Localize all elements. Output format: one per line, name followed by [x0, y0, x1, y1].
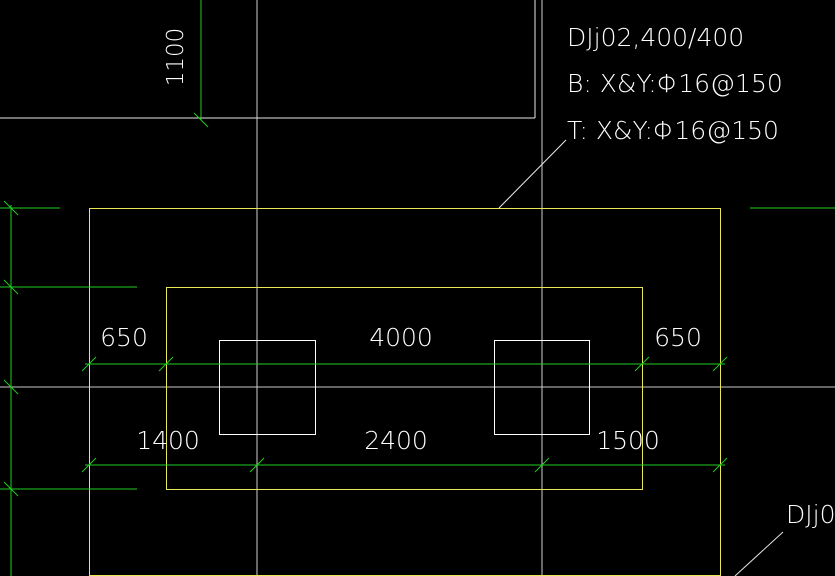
neighbor-footing-label: DJj0: [786, 500, 835, 529]
left-tick-top: [3, 200, 19, 216]
left-vertical-dimension: [0, 200, 137, 576]
dim-label-top-left: 650: [100, 323, 148, 352]
top-tick-3: [634, 356, 650, 372]
column-left[interactable]: [219, 340, 316, 435]
dim-label-top-middle: 4000: [369, 323, 433, 352]
left-tick-upper: [3, 279, 19, 295]
left-tick-lower: [3, 481, 19, 497]
annotation-leader-line: [498, 139, 567, 209]
annotation-line-2: B: X&Y:Φ16@150: [567, 69, 783, 98]
annotation-line-3: T: X&Y:Φ16@150: [567, 116, 779, 145]
upper-footing[interactable]: [0, 0, 536, 119]
top-tick-2: [158, 356, 174, 372]
dim-label-bottom-left: 1400: [136, 426, 200, 455]
annotation-line-1: DJj02,400/400: [567, 23, 744, 52]
left-tick-mid: [3, 379, 19, 395]
column-right[interactable]: [494, 340, 590, 435]
top-tick-1: [81, 356, 97, 372]
upper-height-dimension: 1100: [163, 0, 209, 128]
upper-height-label: 1100: [163, 28, 189, 87]
bottom-tick-3: [534, 457, 550, 473]
footing-inner-step-outline[interactable]: [166, 287, 643, 490]
bottom-tick-2: [249, 457, 265, 473]
top-tick-4: [712, 356, 728, 372]
upper-dim-tick: [193, 112, 209, 128]
bottom-tick-1: [81, 457, 97, 473]
neighbor-leader-line: [734, 531, 784, 576]
footing-annotation[interactable]: DJj02,400/400 B: X&Y:Φ16@150 T: X&Y:Φ16@…: [567, 23, 783, 145]
top-horizontal-dimension: [81, 356, 728, 372]
dim-label-top-right: 650: [654, 323, 702, 352]
dim-label-bottom-middle: 2400: [364, 426, 428, 455]
bottom-tick-4: [712, 457, 728, 473]
bottom-horizontal-dimension: [81, 457, 728, 473]
dim-label-bottom-right: 1500: [596, 426, 660, 455]
